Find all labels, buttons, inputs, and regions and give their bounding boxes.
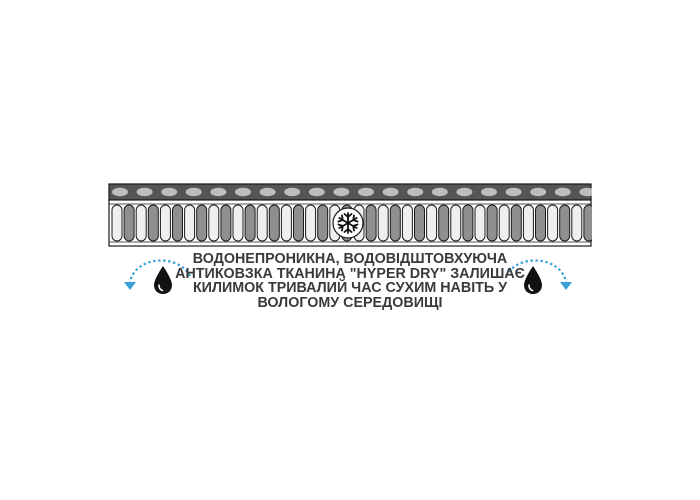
caption-line: ВОЛОГОМУ СЕРЕДОВИЩІ [257, 294, 443, 311]
snowflake-badge [332, 207, 364, 239]
caption: ВОДОНЕПРОНИКНА, ВОДОВІДШТОВХУЮЧА АНТИКОВ… [150, 252, 550, 310]
caption-line: АНТИКОВЗКА ТКАНИНА "HYPER DRY" ЗАЛИШАЄ [175, 265, 525, 282]
left-evaporation-icon [124, 259, 191, 294]
caption-line: КИЛИМОК ТРИВАЛИЙ ЧАС СУХИМ НАВІТЬ У [192, 280, 508, 297]
caption-line: ВОДОНЕПРОНИКНА, ВОДОВІДШТОВХУЮЧА [192, 251, 508, 267]
waterproof-top-layer [108, 183, 592, 201]
fabric-layer-diagram [108, 183, 592, 247]
right-evaporation-icon [505, 259, 572, 294]
snowflake-icon [336, 212, 360, 234]
